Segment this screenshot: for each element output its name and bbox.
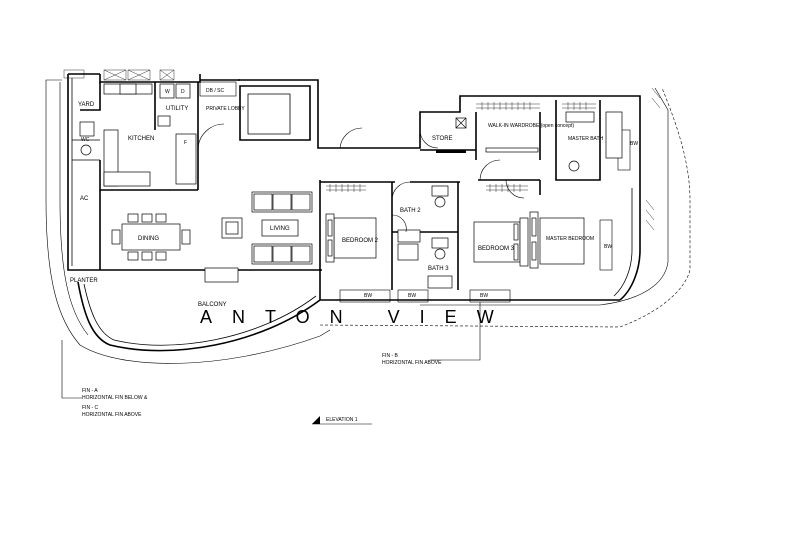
note-fin-c-line2: HORIZONTAL FIN ABOVE bbox=[82, 412, 142, 418]
room-labels: YARD WC KITCHEN UTILITY W D DB / SC PRIV… bbox=[70, 81, 604, 308]
label-private-lobby: PRIVATE LOBBY bbox=[206, 106, 245, 112]
bw-label: BW bbox=[604, 244, 612, 250]
note-fin-c-line1: FIN - C bbox=[82, 405, 98, 411]
windows bbox=[63, 69, 661, 303]
label-balcony: BALCONY bbox=[198, 302, 227, 308]
label-yard: YARD bbox=[78, 102, 95, 108]
label-db-sc: DB / SC bbox=[206, 88, 224, 94]
label-wc: WC bbox=[81, 137, 90, 143]
label-bedroom-2: BEDROOM 2 bbox=[342, 238, 379, 244]
label-master-bedroom: MASTER BEDROOM bbox=[546, 236, 594, 242]
label-living: LIVING bbox=[270, 226, 290, 232]
label-bath-3: BATH 3 bbox=[428, 266, 449, 272]
note-fin-b-line2: HORIZONTAL FIN ABOVE bbox=[382, 360, 442, 366]
db-sc-box bbox=[199, 81, 237, 97]
bw-labels: BW BW BW BW BW bbox=[364, 141, 638, 299]
label-planter: PLANTER bbox=[70, 278, 98, 284]
bw-label: BW bbox=[630, 141, 638, 147]
label-utility: UTILITY bbox=[166, 106, 188, 112]
elevation-arrow-icon bbox=[312, 416, 320, 424]
label-bath-2: BATH 2 bbox=[400, 208, 421, 214]
label-master-bath: MASTER BATH bbox=[568, 136, 604, 142]
annotations: FIN - B HORIZONTAL FIN ABOVE FIN - A HOR… bbox=[61, 302, 481, 425]
watermark: ANTON VIEW bbox=[200, 307, 514, 327]
label-bedroom-3: BEDROOM 3 bbox=[478, 246, 515, 252]
note-fin-a-line1: FIN - A bbox=[82, 388, 98, 394]
doors bbox=[197, 123, 525, 233]
note-fin-b-line1: FIN - B bbox=[382, 353, 398, 359]
elevation-label: ELEVATION 1 bbox=[326, 417, 358, 423]
furniture bbox=[79, 83, 623, 289]
note-fin-a-line2: HORIZONTAL FIN BELOW & bbox=[82, 395, 148, 401]
label-ac: AC bbox=[80, 196, 89, 202]
label-fridge: F bbox=[184, 140, 187, 146]
walls bbox=[67, 73, 641, 352]
bw-label: BW bbox=[480, 293, 488, 299]
label-store: STORE bbox=[432, 136, 453, 142]
label-washer: W bbox=[165, 89, 170, 95]
label-walk-in-wardrobe: WALK-IN WARDROBE (open concept) bbox=[488, 123, 574, 129]
label-dryer: D bbox=[181, 89, 185, 95]
bw-label: BW bbox=[364, 293, 372, 299]
bw-label: BW bbox=[408, 293, 416, 299]
label-dining: DINING bbox=[138, 236, 159, 242]
label-kitchen: KITCHEN bbox=[128, 136, 154, 142]
fin-outlines bbox=[45, 79, 691, 364]
